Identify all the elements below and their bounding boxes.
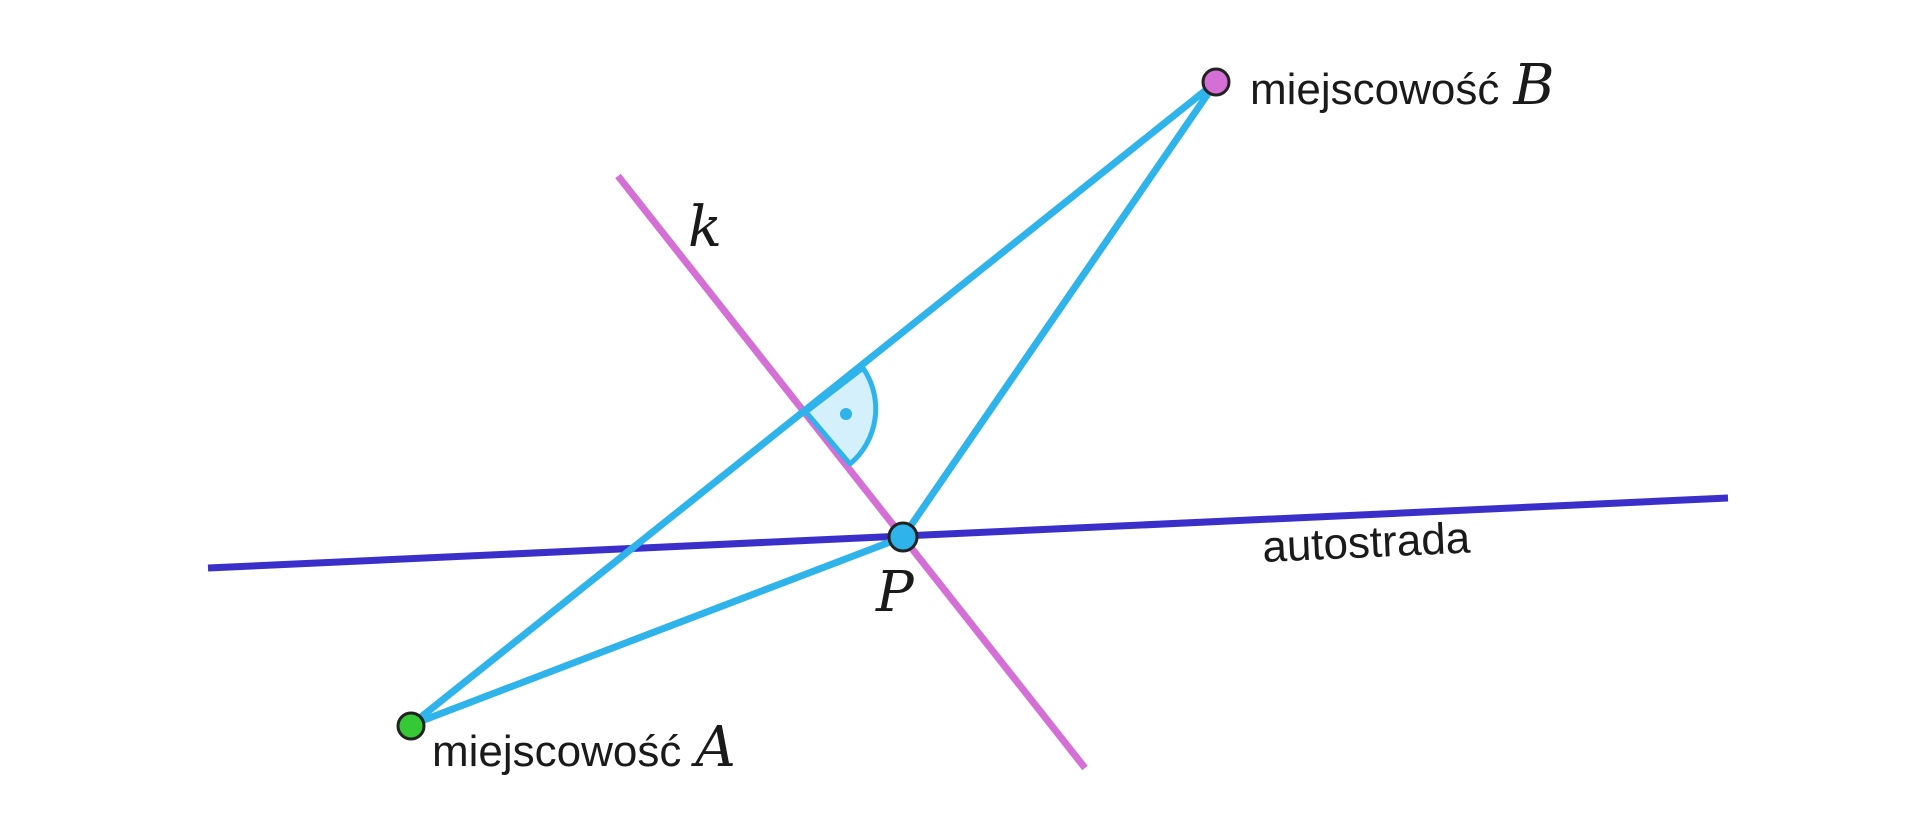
highway-label: autostrada <box>1261 514 1471 572</box>
highway-line <box>207 494 1729 572</box>
right-angle-dot <box>840 408 852 420</box>
point-b-label: miejscowość B <box>1250 53 1555 118</box>
point-a-label-letter: A <box>690 715 735 780</box>
line-k-label: k <box>688 195 722 260</box>
point-b-label-letter: B <box>1512 53 1554 118</box>
segment-a-p <box>407 533 907 729</box>
point-a-label-word: miejscowość <box>432 727 681 776</box>
point-p <box>887 521 919 553</box>
segment-p-b <box>899 78 1220 541</box>
point-a-label: miejscowość A <box>432 715 736 780</box>
line-k <box>615 173 1088 771</box>
point-p-label: P <box>875 560 915 625</box>
point-b-label-word: miejscowość <box>1250 65 1499 114</box>
point-a <box>396 711 426 741</box>
point-b <box>1201 67 1231 97</box>
segment-a-b <box>407 78 1220 729</box>
